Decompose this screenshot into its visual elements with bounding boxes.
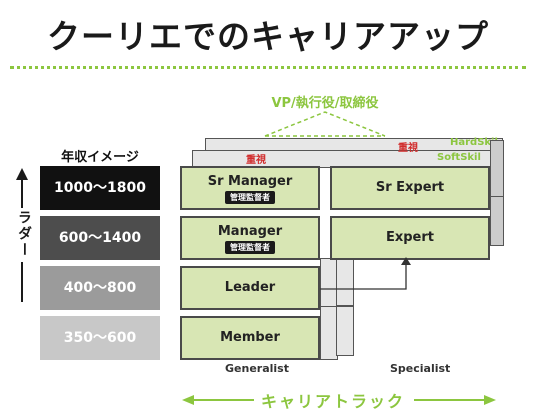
- ladder-arrow-line: [21, 178, 23, 208]
- emphasis-label-specialist: 重視: [398, 143, 418, 154]
- member-label: Member: [220, 330, 280, 345]
- expert-label: Expert: [385, 230, 434, 245]
- manager-label: Manager: [217, 224, 283, 239]
- specialist-label: Specialist: [390, 362, 451, 375]
- title-divider: [10, 66, 526, 69]
- roof-outline: [264, 111, 386, 137]
- salary-row-3: 400～800: [40, 266, 160, 310]
- sr-manager-box: Sr Manager 管理監督者: [180, 166, 320, 210]
- expert-box: Expert: [330, 216, 490, 260]
- career-track-arrow-icon: [182, 395, 496, 405]
- salary-header: 年収イメージ: [61, 150, 139, 165]
- sr-expert-box: Sr Expert: [330, 166, 490, 210]
- member-depth-2: [336, 306, 354, 356]
- right-depth-mid: [490, 196, 504, 246]
- salary-row-1: 1000～1800: [40, 166, 160, 210]
- sr-manager-badge: 管理監督者: [225, 191, 275, 204]
- leader-label: Leader: [224, 280, 276, 295]
- leader-box: Leader: [180, 266, 320, 310]
- ladder-arrow-line-lower: [21, 262, 23, 302]
- right-depth-top: [490, 140, 504, 198]
- hard-skill-label: HardSkil: [450, 137, 498, 148]
- generalist-label: Generalist: [225, 362, 289, 375]
- ladder-up-arrow-icon: [16, 168, 28, 180]
- emphasis-label-generalist: 重視: [246, 155, 266, 166]
- sr-manager-label: Sr Manager: [207, 174, 293, 189]
- sr-expert-label: Sr Expert: [375, 180, 445, 195]
- page-title: クーリエでのキャリアアップ: [47, 17, 489, 56]
- member-box: Member: [180, 316, 320, 360]
- ladder-label: ラダー: [16, 210, 32, 258]
- manager-badge: 管理監督者: [225, 241, 275, 254]
- leader-to-expert-connector: [320, 257, 411, 290]
- soft-skill-label: SoftSkil: [437, 152, 481, 163]
- salary-row-4: 350～600: [40, 316, 160, 360]
- executive-note: VP/執行役/取締役: [271, 96, 379, 111]
- manager-box: Manager 管理監督者: [180, 216, 320, 260]
- salary-row-2: 600～1400: [40, 216, 160, 260]
- career-track-label: キャリアトラック: [260, 392, 405, 411]
